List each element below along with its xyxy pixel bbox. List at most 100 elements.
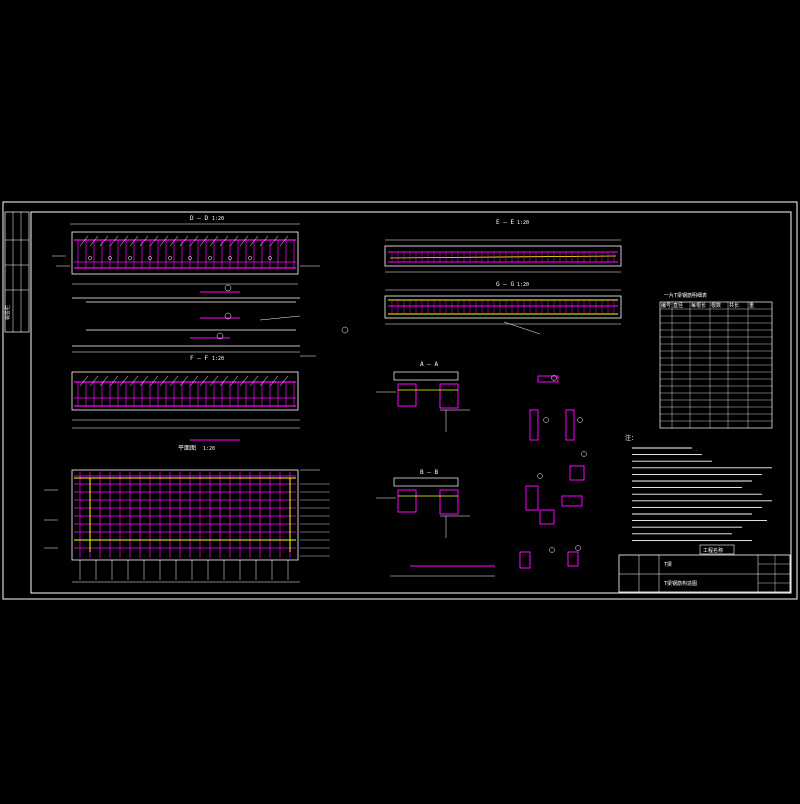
hatch-line	[109, 375, 119, 387]
side-label: 会签栏	[4, 305, 11, 320]
rebar-shape	[561, 495, 583, 507]
rebar-tag	[228, 256, 232, 260]
hatch-line	[279, 375, 289, 387]
elevation-f-f: F — F 1:20	[71, 355, 300, 441]
cross-section-b-b: B — B	[376, 469, 495, 577]
elevation-e-e: E — E 1:20	[384, 219, 622, 273]
rebar-tag	[577, 417, 583, 423]
rebar-shape	[525, 485, 539, 511]
section-e-e-scale: 1:20	[517, 220, 529, 226]
hatch-line	[79, 235, 89, 247]
rebar-shape	[529, 409, 539, 441]
rebar-shape	[537, 375, 559, 383]
elevation-d-d: D — D 1:20	[70, 215, 300, 275]
hatch-line	[159, 375, 169, 387]
section-b-b-title: B — B	[420, 469, 438, 476]
table-header-cell: 每根长	[691, 302, 706, 309]
web-stirrup	[397, 489, 417, 513]
hatch-line	[259, 375, 269, 387]
hatch-line	[209, 375, 219, 387]
hatch-line	[229, 375, 239, 387]
plan-view: 平面图 1:20	[71, 445, 330, 583]
hatch-line	[209, 235, 219, 247]
hatch-line	[189, 375, 199, 387]
hatch-line	[129, 375, 139, 387]
hatch-line	[269, 375, 279, 387]
hatch-line	[259, 235, 269, 247]
notes-block: 注：	[625, 434, 772, 541]
hatch-line	[169, 375, 179, 387]
hatch-line	[199, 375, 209, 387]
rebar-tag	[581, 451, 587, 457]
section-d-d-scale: 1:20	[212, 216, 224, 222]
rebar-tag	[537, 473, 543, 479]
rebar-shape	[567, 551, 579, 567]
rebar-schedule-table: 一片T梁钢筋明细表 编号直径 每根长根数 共长 重	[659, 292, 773, 429]
hatch-line	[89, 375, 99, 387]
hatch-line	[109, 235, 119, 247]
hatch-line	[199, 235, 209, 247]
hatch-line	[239, 235, 249, 247]
cross-section-a-a: A — A	[376, 361, 470, 432]
table-header-cell: 编号	[661, 302, 671, 309]
dimension-strips-top	[72, 283, 349, 353]
hatch-line	[239, 375, 249, 387]
rebar-tag	[188, 256, 192, 260]
hatch-line	[149, 375, 159, 387]
rebar-tag	[88, 256, 92, 260]
rebar-shape	[539, 509, 555, 525]
table-header-cell: 共长	[729, 302, 739, 309]
hatch-line	[99, 375, 109, 387]
rebar-shape	[519, 551, 531, 569]
notes-title: 注：	[625, 434, 637, 442]
table-header-cell: 根数	[711, 302, 721, 309]
hatch-line	[179, 235, 189, 247]
rebar-tag	[551, 375, 557, 381]
rebar-tag	[248, 256, 252, 260]
table-header-cell: 重	[749, 302, 754, 309]
section-f-f-title: F — F	[190, 355, 208, 362]
section-g-g-title: G — G	[496, 281, 514, 288]
rebar-tag	[128, 256, 132, 260]
left-binding-strip: 会签栏	[4, 211, 30, 333]
rebar-tag	[168, 256, 172, 260]
hatch-line	[79, 375, 89, 387]
section-g-g-scale: 1:20	[517, 282, 529, 288]
table-header-cell: 直径	[673, 302, 683, 309]
hatch-line	[119, 375, 129, 387]
hatch-line	[149, 235, 159, 247]
rebar-shape	[565, 409, 575, 441]
leader-line	[259, 315, 301, 321]
elevation-g-g: G — G 1:20	[384, 281, 622, 325]
title-project: T梁	[664, 561, 672, 568]
web-stirrup	[439, 489, 459, 515]
hatch-line	[99, 235, 109, 247]
rebar-shape	[569, 465, 585, 481]
hatch-line	[249, 375, 259, 387]
title-block: 工程名称 T梁 T梁钢筋构造图	[618, 544, 791, 593]
hatch-line	[119, 235, 129, 247]
hatch-line	[169, 235, 179, 247]
hatch-line	[139, 375, 149, 387]
plan-scale: 1:20	[203, 446, 215, 452]
section-a-a-title: A — A	[420, 361, 438, 368]
hatch-line	[179, 375, 189, 387]
rebar-detail-sketches	[503, 321, 587, 569]
rebar-tag	[549, 547, 555, 553]
rebar-tag	[148, 256, 152, 260]
hatch-line	[159, 235, 169, 247]
table-title: 一片T梁钢筋明细表	[664, 292, 707, 299]
flange-outline	[393, 371, 459, 381]
rebar-tag	[108, 256, 112, 260]
hatch-line	[249, 235, 259, 247]
outer-frame	[2, 201, 798, 600]
web-stirrup	[397, 383, 417, 407]
flange-outline	[393, 477, 459, 487]
hatch-line	[219, 235, 229, 247]
inner-frame	[30, 211, 792, 594]
rebar-tag	[208, 256, 212, 260]
hatch-line	[229, 235, 239, 247]
rebar-tag	[575, 545, 581, 551]
web-stirrup	[439, 383, 459, 409]
